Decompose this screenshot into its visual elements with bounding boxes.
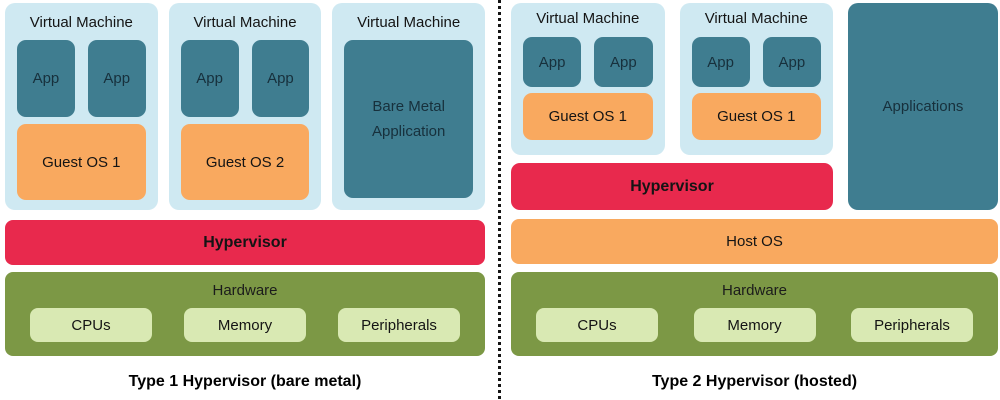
app-box: App <box>762 37 821 87</box>
peripherals-chip: Peripherals <box>851 308 973 342</box>
app-box: App <box>594 37 653 87</box>
app-box: App <box>17 40 75 117</box>
app-box: App <box>87 40 146 117</box>
app-box: App <box>523 37 582 87</box>
hardware-components: CPUs Memory Peripherals <box>511 308 998 342</box>
type2-vm-column: Virtual Machine App App Guest OS 1 Virtu… <box>511 3 833 210</box>
guest-os-box: Guest OS 1 <box>17 124 146 200</box>
type2-top-row: Virtual Machine App App Guest OS 1 Virtu… <box>511 3 998 210</box>
vm-title: Virtual Machine <box>536 10 640 27</box>
vm-title: Virtual Machine <box>704 10 808 27</box>
applications-box: Applications <box>848 3 998 210</box>
app-box: App <box>180 40 239 117</box>
type1-panel: Virtual Machine App App Guest OS 1 Virtu… <box>5 3 486 391</box>
vm-box: Virtual Machine App App Guest OS 2 <box>168 3 322 210</box>
guest-os-box: Guest OS 1 <box>523 93 653 140</box>
dashed-divider-line <box>498 0 501 400</box>
vm-box: Virtual Machine App App Guest OS 1 <box>5 3 158 210</box>
vm-box: Virtual Machine App App Guest OS 1 <box>511 3 665 155</box>
app-box: App <box>251 40 310 117</box>
type1-caption: Type 1 Hypervisor (bare metal) <box>128 373 362 390</box>
type1-vm-row: Virtual Machine App App Guest OS 1 Virtu… <box>5 3 486 210</box>
app-row: App App <box>180 40 310 117</box>
hardware-title: Hardware <box>721 282 788 299</box>
hardware-bar: Hardware CPUs Memory Peripherals <box>5 272 485 356</box>
app-row: App App <box>523 37 653 87</box>
hardware-bar: Hardware CPUs Memory Peripherals <box>511 272 998 356</box>
guest-os-box: Guest OS 2 <box>180 124 310 200</box>
app-row: App App <box>691 37 821 87</box>
vm-title: Virtual Machine <box>193 14 297 31</box>
app-box: App <box>691 37 750 87</box>
hardware-title: Hardware <box>212 282 278 299</box>
type2-vm-row: Virtual Machine App App Guest OS 1 Virtu… <box>511 3 833 155</box>
host-os-bar: Host OS <box>511 219 998 264</box>
vm-box: Virtual Machine Bare Metal Application <box>332 3 486 210</box>
hypervisor-bar: Hypervisor <box>5 220 485 265</box>
bare-metal-application-box: Bare Metal Application <box>344 40 474 198</box>
vm-title: Virtual Machine <box>357 14 461 31</box>
app-row: App App <box>17 40 146 117</box>
type2-panel: Virtual Machine App App Guest OS 1 Virtu… <box>511 3 998 391</box>
peripherals-chip: Peripherals <box>338 308 460 342</box>
type2-caption: Type 2 Hypervisor (hosted) <box>651 373 858 390</box>
memory-chip: Memory <box>693 308 816 342</box>
vm-title: Virtual Machine <box>29 14 133 31</box>
guest-os-box: Guest OS 1 <box>691 93 821 140</box>
cpus-chip: CPUs <box>30 308 152 342</box>
memory-chip: Memory <box>184 308 306 342</box>
hypervisor-bar: Hypervisor <box>511 163 833 210</box>
hardware-components: CPUs Memory Peripherals <box>5 308 485 342</box>
cpus-chip: CPUs <box>536 308 658 342</box>
vm-box: Virtual Machine App App Guest OS 1 <box>679 3 833 155</box>
